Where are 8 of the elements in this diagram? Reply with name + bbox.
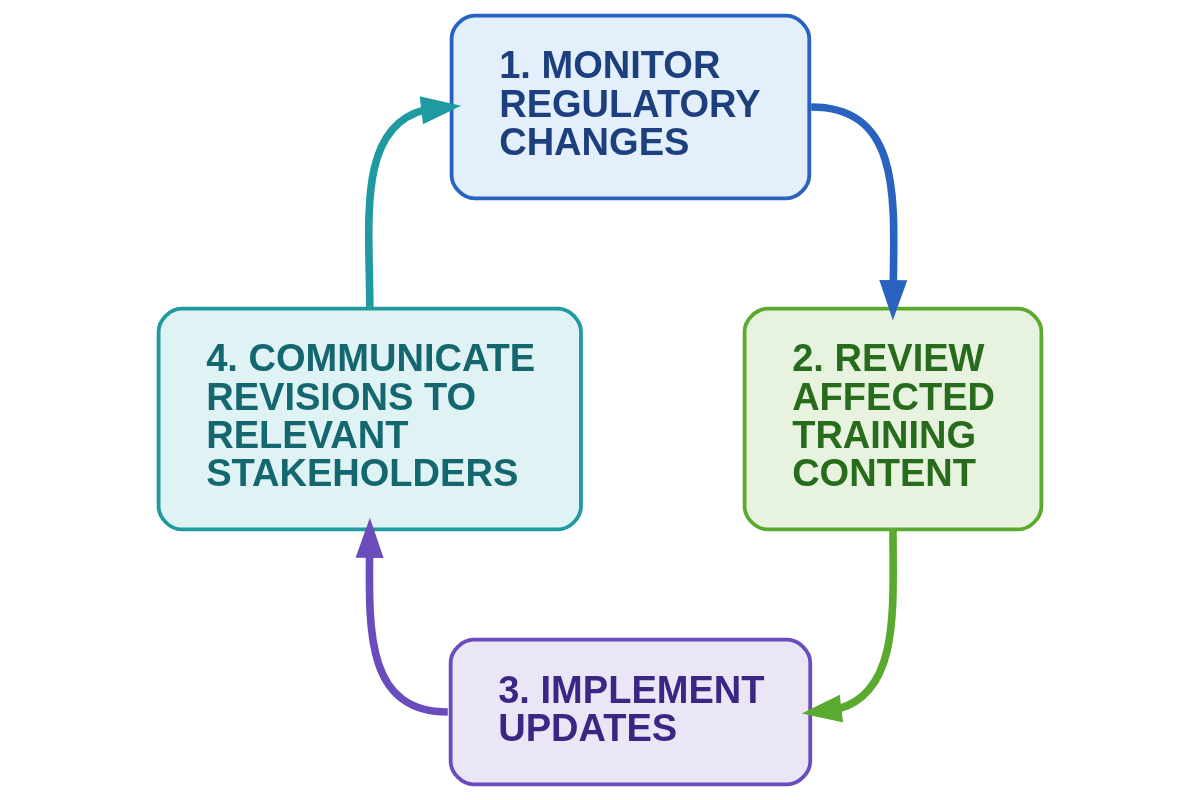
arrow: [355, 517, 449, 716]
arrow: [810, 103, 908, 321]
node-box: 4. COMMUNICATE REVISIONS TO RELEVANT STAKEHOLDERS: [156, 306, 583, 532]
arrow: [801, 529, 897, 723]
arrow: [364, 96, 462, 309]
node-box: 2. REVIEW AFFECTED TRAINING CONTENT: [742, 306, 1044, 532]
node-box: 3. IMPLEMENT UPDATES: [448, 637, 813, 787]
node-box: 1. MONITOR REGULATORY CHANGES: [449, 13, 812, 201]
